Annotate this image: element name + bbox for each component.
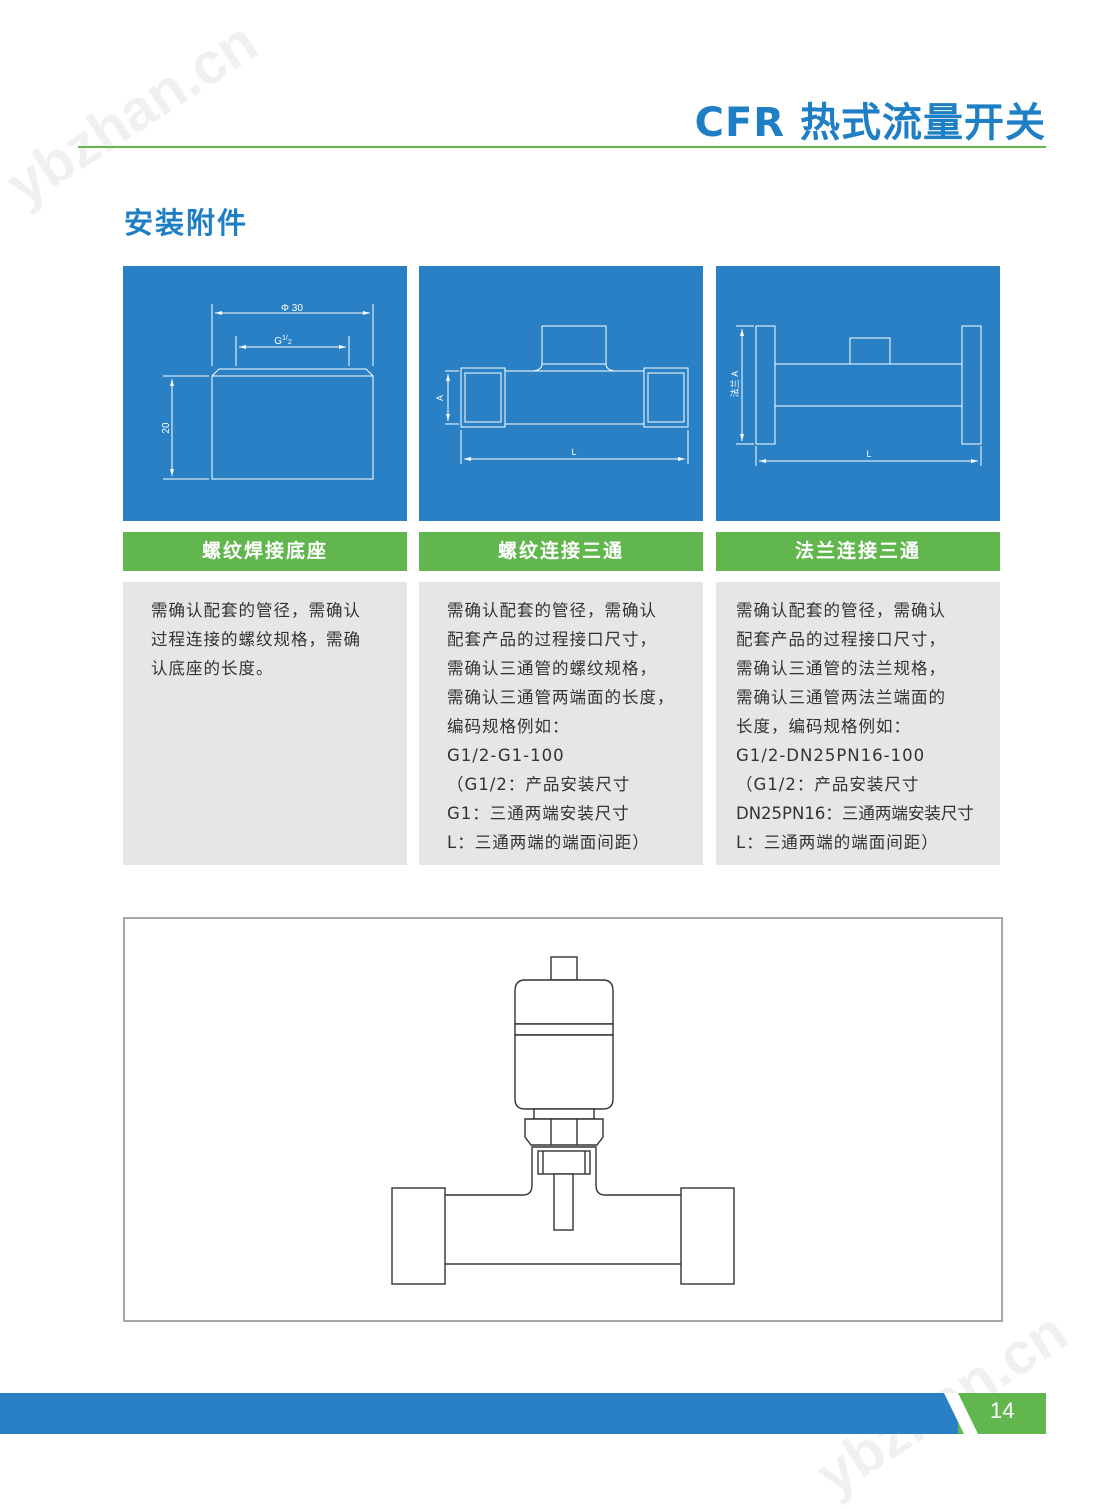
threaded-tee-drawing: A L xyxy=(435,325,689,464)
card-1-title: 螺纹焊接底座 xyxy=(123,532,407,571)
card-3-drawing-panel: 法兰 A L xyxy=(716,266,1000,521)
watermark-top: ybzhan.cn xyxy=(0,9,269,218)
description-line: 认底座的长度。 xyxy=(151,659,274,678)
description-line: 需确认配套的管径，需确认 xyxy=(736,601,946,620)
footer-bar xyxy=(0,1393,958,1434)
dimension-l-label: L xyxy=(866,449,871,459)
installed-switch-on-tee-drawing xyxy=(391,956,735,1285)
dimension-flange-a-label: 法兰 A xyxy=(729,371,740,398)
description-line: DN25PN16：三通两端安装尺寸 xyxy=(736,804,974,823)
description-line: 编码规格例如： xyxy=(447,717,570,736)
card-1-description-panel: 需确认配套的管径，需确认 过程连接的螺纹规格，需确 认底座的长度。 xyxy=(123,582,407,865)
card-2-description-panel: 需确认配套的管径，需确认 配套产品的过程接口尺寸， 需确认三通管的螺纹规格， 需… xyxy=(419,582,703,865)
section-title: 安装附件 xyxy=(124,206,249,240)
description-line: （G1/2：产品安装尺寸 xyxy=(736,775,920,794)
dimension-height-label: 20 xyxy=(161,422,172,434)
dimension-diameter-label: Φ 30 xyxy=(281,303,303,314)
description-line: 需确认配套的管径，需确认 xyxy=(447,601,657,620)
card-2-title: 螺纹连接三通 xyxy=(419,532,703,571)
dimension-thread-label: G1/2 xyxy=(274,335,292,347)
dimension-a-label: A xyxy=(435,395,445,401)
card-1-drawing-panel: Φ 30 G1/2 20 xyxy=(123,266,407,521)
description-line: 配套产品的过程接口尺寸， xyxy=(736,630,946,649)
description-line: （G1/2：产品安装尺寸 xyxy=(447,775,631,794)
description-line: 过程连接的螺纹规格，需确 xyxy=(151,630,361,649)
card-1-description: 需确认配套的管径，需确认 过程连接的螺纹规格，需确 认底座的长度。 xyxy=(151,596,401,683)
page-number: 14 xyxy=(990,1398,1015,1423)
dimension-l-label: L xyxy=(571,447,576,457)
description-line: L：三通两端的端面间距） xyxy=(447,833,650,852)
card-3-title: 法兰连接三通 xyxy=(716,532,1000,571)
card-2-drawing-panel: A L xyxy=(419,266,703,521)
description-line: L：三通两端的端面间距） xyxy=(736,833,939,852)
description-line: 需确认三通管的法兰规格， xyxy=(736,659,946,678)
description-line: G1：三通两端安装尺寸 xyxy=(447,804,630,823)
document-title: CFR 热式流量开关 xyxy=(694,100,1046,146)
description-line: 需确认配套的管径，需确认 xyxy=(151,601,361,620)
description-line: G1/2-G1-100 xyxy=(447,746,565,765)
card-3-description-panel: 需确认配套的管径，需确认 配套产品的过程接口尺寸， 需确认三通管的法兰规格， 需… xyxy=(716,582,1000,865)
description-line: 需确认三通管两法兰端面的 xyxy=(736,688,946,707)
description-line: 长度，编码规格例如： xyxy=(736,717,911,736)
card-2-description: 需确认配套的管径，需确认 配套产品的过程接口尺寸， 需确认三通管的螺纹规格， 需… xyxy=(447,596,697,857)
description-line: 配套产品的过程接口尺寸， xyxy=(447,630,657,649)
threaded-base-drawing: Φ 30 G1/2 20 xyxy=(161,303,374,480)
installation-drawing-frame xyxy=(123,917,1003,1322)
description-line: 需确认三通管两端面的长度， xyxy=(447,688,675,707)
description-line: 需确认三通管的螺纹规格， xyxy=(447,659,657,678)
description-line: G1/2-DN25PN16-100 xyxy=(736,746,926,765)
card-3-description: 需确认配套的管径，需确认 配套产品的过程接口尺寸， 需确认三通管的法兰规格， 需… xyxy=(736,596,986,857)
title-divider xyxy=(78,146,1046,148)
footer-divider-chevron xyxy=(944,1393,978,1434)
flanged-tee-drawing: 法兰 A L xyxy=(729,325,982,466)
